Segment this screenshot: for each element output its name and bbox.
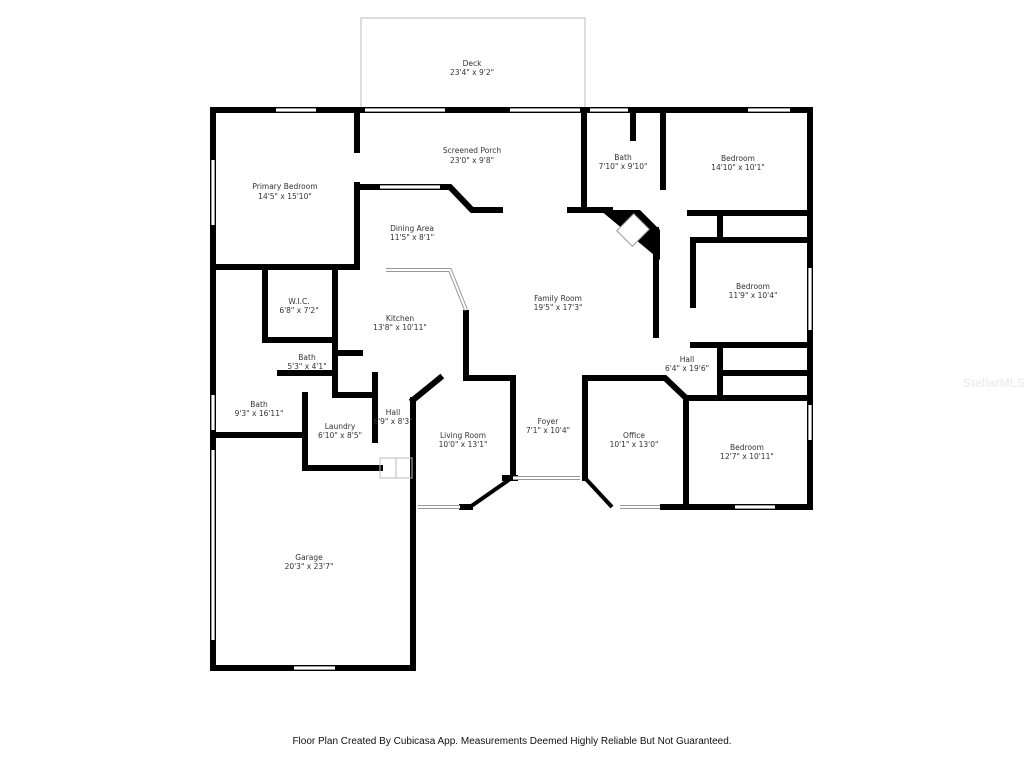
- room-name: Bath: [250, 400, 268, 409]
- room-dim: 13'8" x 10'11": [373, 323, 427, 332]
- room-dim: 10'1" x 13'0": [610, 440, 659, 449]
- room-name: Primary Bedroom: [252, 182, 317, 191]
- room-name: Foyer: [538, 417, 560, 426]
- deck-outline: [360, 17, 586, 110]
- room-dim: 14'5" x 15'10": [258, 192, 312, 201]
- room-dim: 6'10" x 8'5": [318, 431, 362, 440]
- room-name: Hall: [680, 355, 694, 364]
- room-dim: 5'3" x 4'1": [287, 362, 326, 371]
- watermark: StellarMLS: [963, 376, 1024, 390]
- room-dim: 14'10" x 10'1": [711, 163, 765, 172]
- room-name: Screened Porch: [443, 146, 501, 155]
- footer-disclaimer: Floor Plan Created By Cubicasa App. Meas…: [292, 736, 732, 747]
- room-dim: 20'3" x 23'7": [285, 562, 334, 571]
- room-name: Family Room: [534, 294, 582, 303]
- room-name: Kitchen: [386, 314, 414, 323]
- room-name: Bedroom: [721, 154, 755, 163]
- room-dim: 6'4" x 19'6": [665, 364, 709, 373]
- room-name: W.I.C.: [288, 297, 309, 306]
- room-dim: 11'9" x 10'4": [729, 291, 778, 300]
- room-dim: 10'0" x 13'1": [439, 440, 488, 449]
- room-dim: 6'9" x 8'3": [373, 417, 412, 426]
- room-name: Hall: [386, 408, 400, 417]
- room-dim: 23'4" x 9'2": [450, 68, 494, 77]
- room-name: Living Room: [440, 431, 486, 440]
- room-name: Dining Area: [390, 224, 434, 233]
- room-dim: 6'8" x 7'2": [279, 306, 318, 315]
- room-labels: Deck 23'4" x 9'2" Screened Porch 23'0" x…: [235, 59, 778, 571]
- room-dim: 7'1" x 10'4": [526, 426, 570, 435]
- room-name: Bath: [614, 153, 632, 162]
- room-name: Bath: [298, 353, 316, 362]
- windows: [211, 108, 812, 670]
- room-dim: 23'0" x 9'8": [450, 156, 494, 165]
- room-name: Bedroom: [736, 282, 770, 291]
- room-name: Garage: [295, 553, 323, 562]
- room-dim: 7'10" x 9'10": [599, 162, 648, 171]
- room-name: Bedroom: [730, 443, 764, 452]
- room-dim: 11'5" x 8'1": [390, 233, 434, 242]
- room-name: Laundry: [325, 422, 356, 431]
- room-dim: 12'7" x 10'11": [720, 452, 774, 461]
- room-dim: 9'3" x 16'11": [235, 409, 284, 418]
- room-name: Deck: [463, 59, 483, 68]
- room-dim: 19'5" x 17'3": [534, 303, 583, 312]
- room-name: Office: [623, 431, 645, 440]
